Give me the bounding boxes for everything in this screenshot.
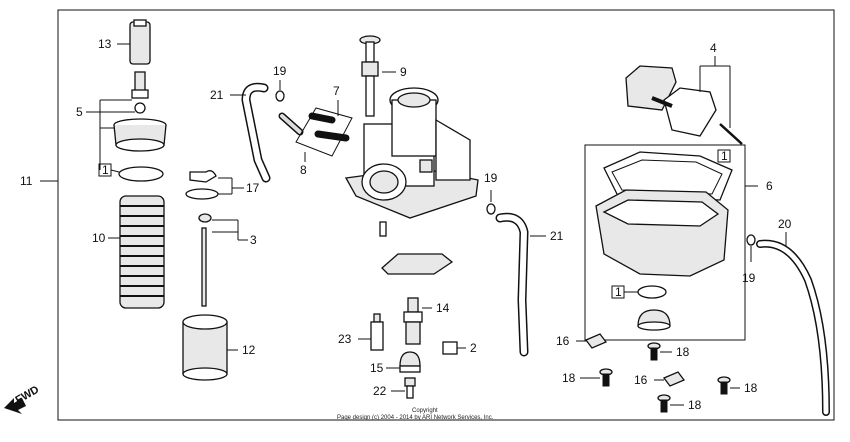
callout-18-d[interactable]: 18 <box>744 381 758 395</box>
part-5-adjuster-screw[interactable] <box>131 71 149 114</box>
callout-1-top-left[interactable]: 1 <box>102 163 109 177</box>
callout-7[interactable]: 7 <box>333 84 340 98</box>
callout-6[interactable]: 6 <box>766 179 773 193</box>
callout-9[interactable]: 9 <box>400 65 407 79</box>
callout-18-c[interactable]: 18 <box>688 398 702 412</box>
part-4-float[interactable] <box>625 65 743 145</box>
callout-8[interactable]: 8 <box>300 163 307 177</box>
part-float-chamber-plate[interactable] <box>381 253 454 275</box>
part-19-tube-clip-right[interactable] <box>746 234 756 246</box>
callout-21-right[interactable]: 21 <box>550 229 564 243</box>
part-18-screw-d[interactable] <box>717 376 731 395</box>
callout-16-right[interactable]: 16 <box>634 373 648 387</box>
part-float-bowl[interactable] <box>595 189 729 277</box>
callout-5[interactable]: 5 <box>76 105 83 119</box>
part-bowl-drain-cap[interactable] <box>637 309 671 331</box>
part-10-throttle-spring[interactable] <box>119 195 165 309</box>
callout-3[interactable]: 3 <box>250 233 257 247</box>
callout-1-lower[interactable]: 1 <box>615 285 622 299</box>
part-9-starter-plunger[interactable] <box>359 35 381 117</box>
callout-1-gasket[interactable]: 1 <box>721 149 728 163</box>
assembly-frame <box>57 9 835 421</box>
callout-10[interactable]: 10 <box>92 231 106 245</box>
part-19-tube-clip-left[interactable] <box>275 90 285 102</box>
part-18-screw-c[interactable] <box>657 394 671 413</box>
callout-4[interactable]: 4 <box>710 41 717 55</box>
part-8-pilot-screw[interactable] <box>278 112 304 136</box>
part-3-jet-needle[interactable] <box>198 213 212 307</box>
part-13-top-cap[interactable] <box>129 19 151 65</box>
copyright-line-2: Page design (c) 2004 - 2014 by ARI Netwo… <box>337 415 494 421</box>
fwd-label: FWD <box>14 384 42 407</box>
part-1-o-ring-top[interactable] <box>118 166 164 182</box>
part-2-main-jet[interactable] <box>442 341 458 355</box>
part-18-screw-a[interactable] <box>647 342 661 361</box>
callout-18-b[interactable]: 18 <box>562 371 576 385</box>
callout-20[interactable]: 20 <box>778 217 792 231</box>
callout-17[interactable]: 17 <box>246 181 260 195</box>
part-7-throttle-stop-screw[interactable] <box>308 112 350 142</box>
part-12-throttle-valve[interactable] <box>182 314 228 381</box>
part-22-drain-screw[interactable] <box>404 377 416 399</box>
callout-11[interactable]: 11 <box>20 174 33 188</box>
callout-13[interactable]: 13 <box>98 37 112 51</box>
part-18-screw-b[interactable] <box>599 368 613 387</box>
callout-14[interactable]: 14 <box>436 301 450 315</box>
part-19-tube-clip-center[interactable] <box>486 203 496 215</box>
float-chamber-subframe <box>584 144 746 341</box>
callout-2[interactable]: 2 <box>470 341 477 355</box>
part-1-o-ring-lower[interactable] <box>637 285 667 299</box>
callout-22[interactable]: 22 <box>373 384 387 398</box>
callout-16-left[interactable]: 16 <box>556 334 570 348</box>
copyright-line-1: Copyright <box>412 408 438 414</box>
carburetor-body[interactable] <box>344 87 479 219</box>
part-23-pilot-jet[interactable] <box>370 313 384 351</box>
part-15-jet-holder[interactable] <box>399 351 421 373</box>
callout-15[interactable]: 15 <box>370 361 384 375</box>
callout-19-right[interactable]: 19 <box>742 271 756 285</box>
part-20-drain-hose[interactable] <box>756 239 830 416</box>
callout-12[interactable]: 12 <box>242 343 256 357</box>
part-16-hose-clamp-right[interactable] <box>662 371 686 387</box>
callout-21-left[interactable]: 21 <box>210 88 224 102</box>
fwd-arrow-icon <box>4 398 26 414</box>
part-5-mixing-chamber-top[interactable] <box>113 118 167 152</box>
callout-19-left[interactable]: 19 <box>273 64 287 78</box>
callout-19-center[interactable]: 19 <box>484 171 498 185</box>
part-16-hose-clamp-left[interactable] <box>584 333 608 349</box>
callout-18-a[interactable]: 18 <box>676 345 690 359</box>
part-17-needle-clip-plate[interactable] <box>185 170 219 200</box>
callout-23[interactable]: 23 <box>338 332 352 346</box>
part-14-needle-jet[interactable] <box>403 297 423 345</box>
